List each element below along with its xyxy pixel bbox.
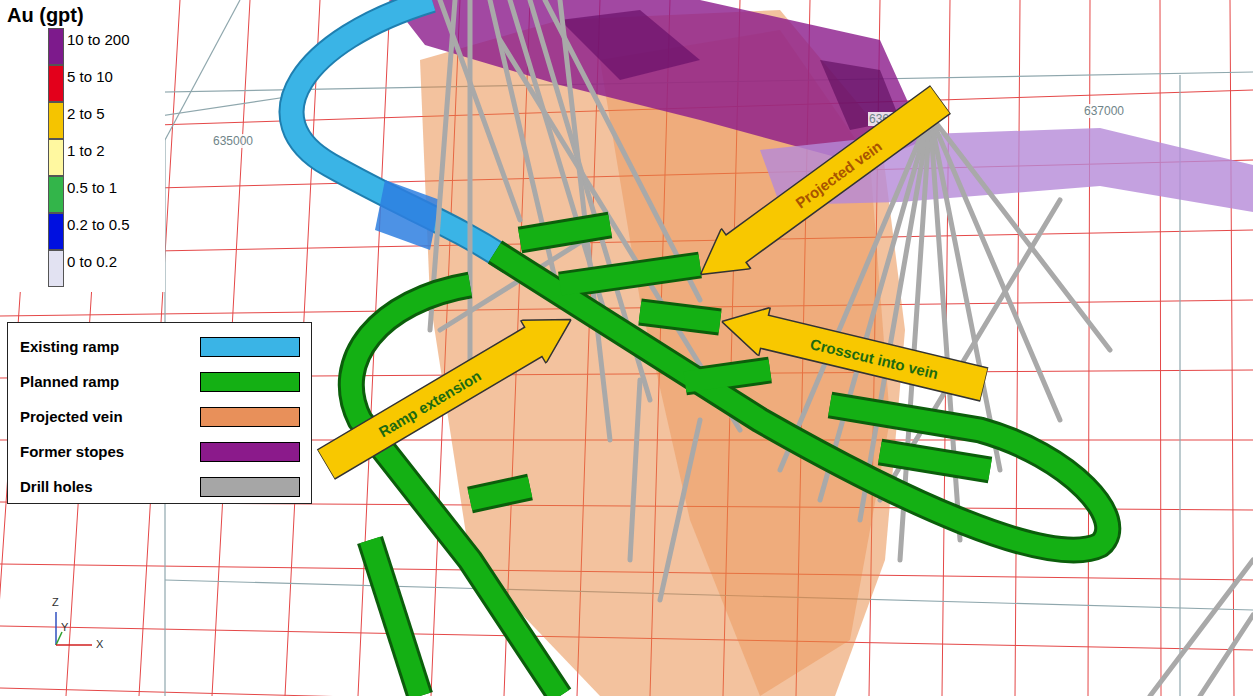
legend-swatch: [48, 213, 64, 250]
drill-hole: [1150, 560, 1253, 696]
drill-hole: [440, 0, 520, 220]
legend-swatch: [48, 176, 64, 213]
callout-arrow: Ramp extension: [313, 298, 584, 486]
vein-band: [760, 128, 1253, 212]
legend-title: Au (gpt): [6, 4, 85, 27]
planned-ramp: [351, 225, 1108, 696]
grid-coordinate: 637000: [1083, 104, 1125, 118]
axis-label: X: [95, 638, 104, 650]
callout-arrow: Projected vein: [685, 79, 954, 294]
planned-ramp: [470, 487, 530, 500]
legend-swatch: [200, 442, 300, 462]
legend-text: Projected vein: [20, 407, 123, 427]
planned-ramp: [685, 370, 770, 382]
legend-swatch: [48, 28, 64, 65]
arrow-outline: [716, 297, 990, 409]
drill-hole: [1200, 615, 1253, 696]
callout-arrow: Crosscut into vein: [716, 297, 990, 409]
planned-ramp: [370, 540, 420, 696]
axis-label: Z: [51, 596, 60, 608]
legend-swatch: [200, 477, 300, 497]
legend-text: 5 to 10: [67, 67, 113, 87]
existing-ramp: [375, 180, 440, 250]
planned-ramp: [351, 225, 1108, 696]
arrow-outline: [313, 298, 584, 486]
legend-text: Planned ramp: [20, 372, 119, 392]
vein-band: [760, 128, 1253, 212]
planned-ramp: [495, 252, 1108, 550]
callout-text: Crosscut into vein: [809, 335, 940, 382]
planned-ramp: [560, 265, 700, 285]
axis-triad: [55, 612, 57, 645]
existing-ramp: [292, 0, 510, 262]
axis-triad: [56, 632, 62, 645]
legend-swatch: [200, 372, 300, 392]
axis-label: Y: [60, 621, 69, 633]
planned-ramp: [520, 225, 610, 240]
planned-ramp: [470, 487, 530, 500]
arrow-outline: [685, 79, 954, 294]
callout-text-holder: Ramp extension: [313, 320, 546, 486]
legend-text: Drill holes: [20, 477, 93, 497]
planned-ramp: [880, 452, 990, 470]
existing-ramp: [292, 0, 510, 262]
callout-text: Projected vein: [791, 137, 884, 211]
legend-swatch: [48, 250, 64, 287]
axis-triad: [56, 644, 92, 646]
drill-hole: [930, 115, 1110, 350]
callout-text-holder: Projected vein: [721, 79, 955, 268]
grid-line: [1015, 0, 1020, 696]
drill-hole: [660, 420, 700, 600]
planned-ramp: [685, 370, 770, 382]
planned-ramp: [495, 252, 1108, 550]
legend-text: 1 to 2: [67, 141, 105, 161]
legend-text: 10 to 200: [67, 30, 130, 50]
legend-text: 0.2 to 0.5: [67, 215, 130, 235]
drill-hole: [630, 380, 640, 560]
planned-ramp: [560, 265, 700, 285]
planned-ramp: [370, 540, 420, 696]
legend-text: Former stopes: [20, 442, 124, 462]
grid-coordinate: 635000: [212, 134, 254, 148]
legend-text: Existing ramp: [20, 337, 119, 357]
axis-triad: [56, 612, 92, 645]
planned-ramp: [351, 225, 1108, 696]
legend-text: 0 to 0.2: [67, 252, 117, 272]
callout-text-holder: Crosscut into vein: [759, 307, 990, 408]
grid-line: [1160, 0, 1161, 696]
legend-swatch: [200, 407, 300, 427]
callout-text: Ramp extension: [375, 366, 483, 440]
legend-text: 0.5 to 1: [67, 178, 117, 198]
legend-text: 2 to 5: [67, 104, 105, 124]
planned-ramp: [880, 452, 990, 470]
legend-swatch: [200, 337, 300, 357]
drill-hole: [468, 0, 473, 360]
legend-swatch: [48, 139, 64, 176]
legend-swatch: [48, 65, 64, 102]
planned-ramp: [640, 312, 720, 322]
existing-ramp: [292, 0, 510, 262]
legend-swatch: [48, 102, 64, 139]
bounding-box-line: [165, 0, 240, 140]
planned-ramp: [520, 225, 610, 240]
planned-ramp: [640, 312, 720, 322]
